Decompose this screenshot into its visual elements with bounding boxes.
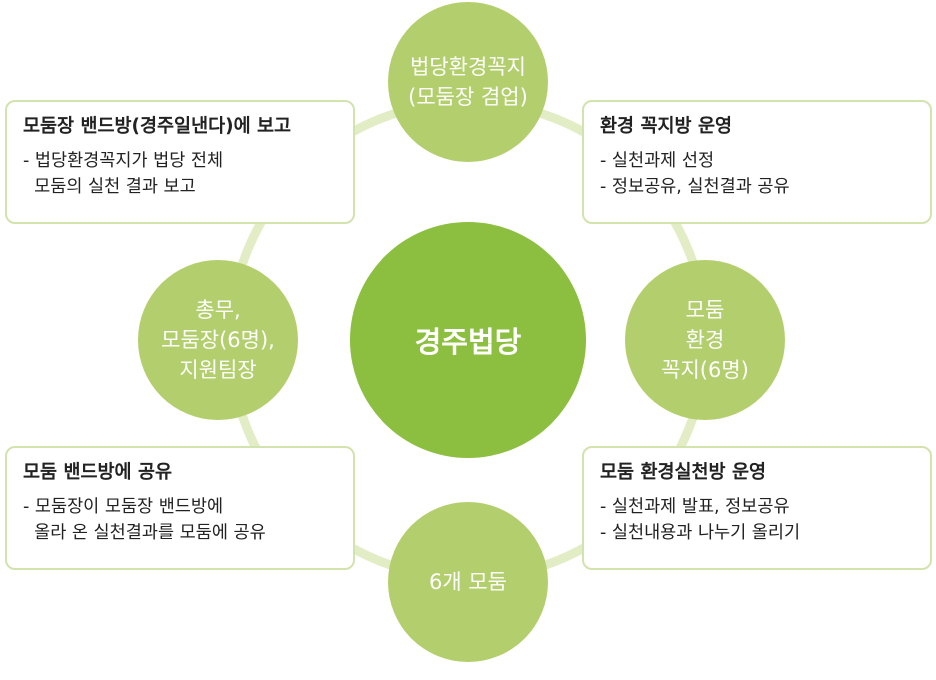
box-top-right-line-2: - 정보공유, 실천결과 공유 bbox=[600, 177, 790, 197]
node-bottom-line-1: 6개 모둠 bbox=[429, 570, 507, 594]
node-left-line-2: 모둠장(6명), bbox=[161, 328, 275, 352]
box-top-right-line-1: - 실천과제 선정 bbox=[600, 151, 715, 171]
box-bottom-right-title: 모둠 환경실천방 운영 bbox=[600, 462, 767, 483]
box-bottom-left-line-2: 올라 온 실천결과를 모둠에 공유 bbox=[23, 523, 266, 543]
box-top-right-title: 환경 꼭지방 운영 bbox=[600, 116, 733, 137]
box-bottom-left-line-1: - 모둠장이 모둠장 밴드방에 bbox=[23, 497, 224, 517]
node-secretary-group-leaders: 총무, 모둠장(6명), 지원팀장 bbox=[138, 260, 298, 420]
node-right-line-3: 꼭지(6명) bbox=[661, 358, 749, 382]
box-group-practice-room-operation: 모둠 환경실천방 운영 - 실천과제 발표, 정보공유 - 실천내용과 나누기 … bbox=[582, 446, 932, 570]
box-report-to-leader-band: 모둠장 밴드방(경주일낸다)에 보고 - 법당환경꼭지가 법당 전체 모둠의 실… bbox=[5, 100, 355, 224]
node-top-line-1: 법당환경꼭지 bbox=[410, 55, 526, 79]
node-left-line-3: 지원팀장 bbox=[179, 358, 257, 382]
node-right-line-1: 모둠 bbox=[685, 298, 725, 322]
box-top-left-line-1: - 법당환경꼭지가 법당 전체 bbox=[23, 151, 224, 171]
node-environment-leader: 법당환경꼭지 (모둠장 겸업) bbox=[388, 2, 548, 162]
box-environment-room-operation: 환경 꼭지방 운영 - 실천과제 선정 - 정보공유, 실천결과 공유 bbox=[582, 100, 932, 224]
node-group-environment-leaders: 모둠 환경 꼭지(6명) bbox=[625, 260, 785, 420]
box-top-left-title: 모둠장 밴드방(경주일낸다)에 보고 bbox=[23, 116, 292, 137]
node-six-groups: 6개 모둠 bbox=[388, 502, 548, 662]
node-right-line-2: 환경 bbox=[685, 328, 725, 352]
node-top-line-2: (모둠장 겸업) bbox=[408, 85, 528, 109]
box-bottom-right-line-2: - 실천내용과 나누기 올리기 bbox=[600, 523, 801, 543]
center-label: 경주법당 bbox=[414, 325, 522, 359]
box-bottom-right-line-1: - 실천과제 발표, 정보공유 bbox=[600, 497, 790, 517]
box-bottom-left-title: 모둠 밴드방에 공유 bbox=[23, 462, 173, 483]
node-left-line-1: 총무, bbox=[195, 298, 241, 322]
center-circle-gyeongju-beopdang: 경주법당 bbox=[350, 222, 586, 458]
box-share-to-group-band: 모둠 밴드방에 공유 - 모둠장이 모둠장 밴드방에 올라 온 실천결과를 모둠… bbox=[5, 446, 355, 570]
box-top-left-line-2: 모둠의 실천 결과 보고 bbox=[23, 177, 196, 197]
